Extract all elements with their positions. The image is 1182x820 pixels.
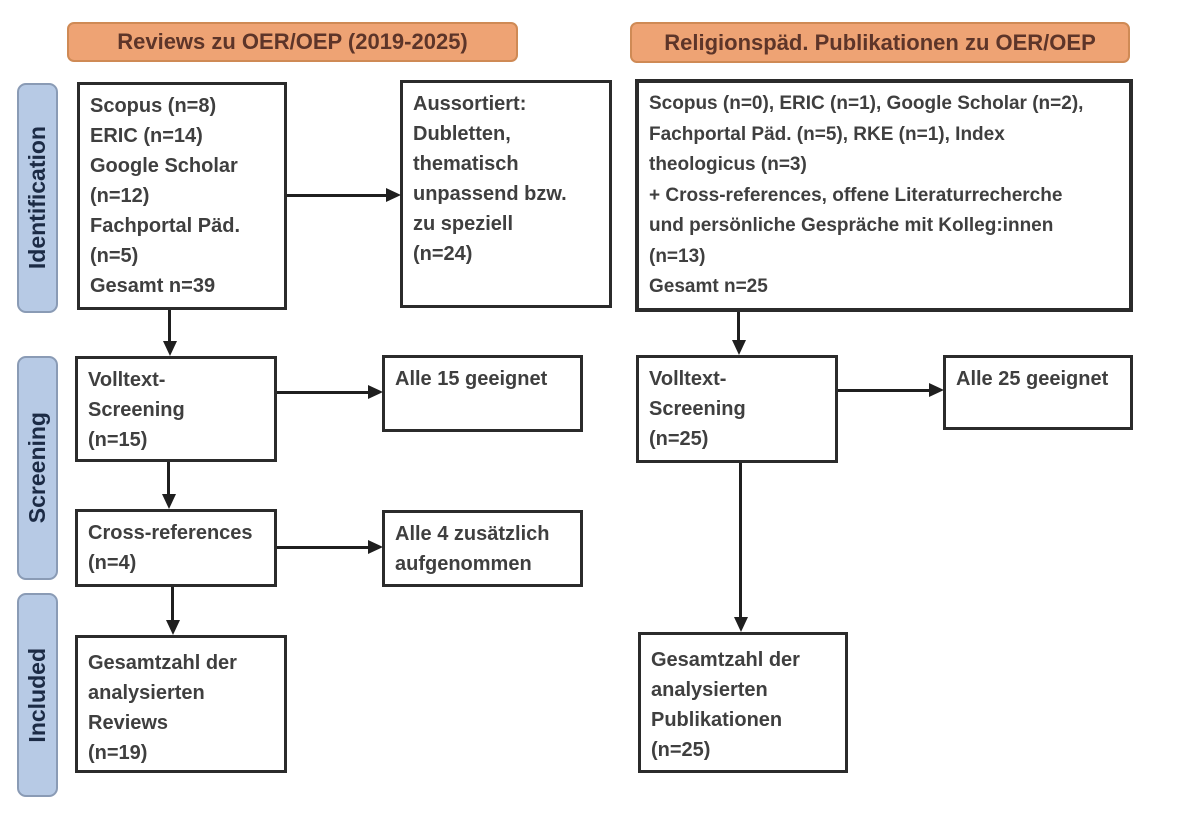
box-left-crossreferences-result: Alle 4 zusätzlich aufgenommen [382, 510, 583, 587]
arrow-left-sources-to-fulltext-head-icon [163, 341, 177, 356]
box-left-fulltext-result: Alle 15 geeignet [382, 355, 583, 432]
box-left-fulltext-screening: Volltext- Screening (n=15) [75, 356, 277, 462]
column-header-reviews: Reviews zu OER/OEP (2019-2025) [67, 22, 518, 62]
box-left-identification-sources: Scopus (n=8) ERIC (n=14) Google Scholar … [77, 82, 287, 310]
box-right-total-included: Gesamtzahl der analysierten Publikatione… [638, 632, 848, 773]
arrow-left-crossref-to-total-line [171, 587, 174, 621]
box-left-excluded: Aussortiert: Dubletten, thematisch unpas… [400, 80, 612, 308]
arrow-left-crossref-to-total-head-icon [166, 620, 180, 635]
column-header-religionspaed: Religionspäd. Publikationen zu OER/OEP [630, 22, 1130, 63]
arrow-left-fulltext-to-result-line [277, 391, 368, 394]
box-right-fulltext-screening: Volltext- Screening (n=25) [636, 355, 838, 463]
arrow-left-crossref-to-result-head-icon [368, 540, 383, 554]
box-right-identification-sources: Scopus (n=0), ERIC (n=1), Google Scholar… [635, 79, 1133, 312]
stage-label-screening-text: Screening [24, 412, 50, 524]
box-right-fulltext-result: Alle 25 geeignet [943, 355, 1133, 430]
box-left-total-included: Gesamtzahl der analysierten Reviews (n=1… [75, 635, 287, 773]
arrow-left-sources-to-excluded-head-icon [386, 188, 401, 202]
arrow-right-fulltext-to-total-line [739, 463, 742, 618]
stage-label-included: Included [17, 593, 58, 797]
box-left-crossreferences: Cross-references (n=4) [75, 509, 277, 587]
arrow-right-fulltext-to-result-head-icon [929, 383, 944, 397]
stage-label-screening: Screening [17, 356, 58, 580]
arrow-right-sources-to-fulltext-line [737, 312, 740, 341]
arrow-left-crossref-to-result-line [277, 546, 368, 549]
arrow-right-fulltext-to-result-line [838, 389, 929, 392]
arrow-left-fulltext-to-crossref-line [167, 462, 170, 495]
arrow-right-fulltext-to-total-head-icon [734, 617, 748, 632]
arrow-left-fulltext-to-result-head-icon [368, 385, 383, 399]
stage-label-included-text: Included [24, 647, 50, 743]
arrow-right-sources-to-fulltext-head-icon [732, 340, 746, 355]
arrow-left-fulltext-to-crossref-head-icon [162, 494, 176, 509]
stage-label-identification-text: Identification [24, 126, 50, 270]
arrow-left-sources-to-excluded-line [287, 194, 386, 197]
arrow-left-sources-to-fulltext-line [168, 310, 171, 342]
stage-label-identification: Identification [17, 83, 58, 313]
